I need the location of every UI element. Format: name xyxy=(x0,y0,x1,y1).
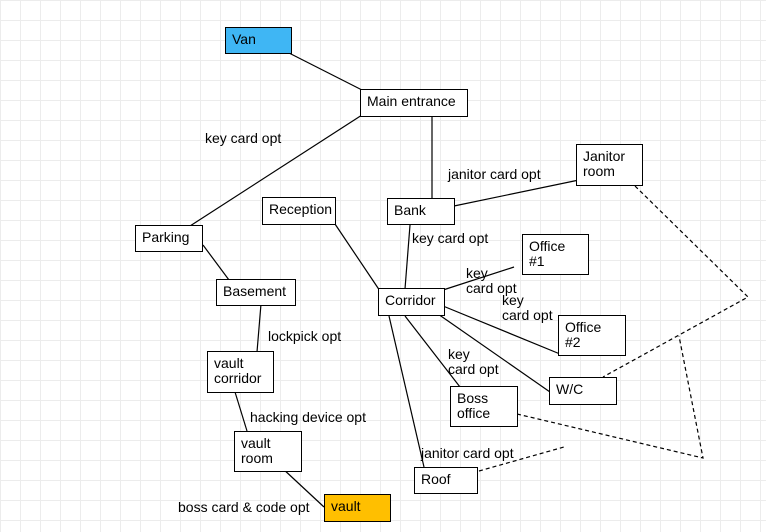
node-main-entrance[interactable]: Main entrance xyxy=(360,89,468,117)
dashed-edge-janitor-room-wc xyxy=(602,185,749,378)
node-office-2[interactable]: Office #2 xyxy=(558,315,626,356)
node-reception[interactable]: Reception xyxy=(262,197,336,225)
edge-main-entrance-parking xyxy=(189,114,363,227)
edge-label-key-card-bank-corridor: key card opt xyxy=(412,230,489,246)
node-office-1[interactable]: Office #1 xyxy=(522,234,589,275)
edge-vault-room-vault xyxy=(280,466,325,508)
edge-label-key-card-main-parking: key card opt xyxy=(205,130,282,146)
edge-reception-corridor xyxy=(334,223,381,292)
edge-parking-basement xyxy=(202,244,230,281)
node-parking[interactable]: Parking xyxy=(135,225,203,252)
node-roof[interactable]: Roof xyxy=(414,467,478,494)
node-vault-corridor[interactable]: vault corridor xyxy=(207,351,274,393)
edge-bank-corridor xyxy=(404,224,411,290)
node-vault-room[interactable]: vault room xyxy=(234,431,302,472)
node-basement[interactable]: Basement xyxy=(216,279,296,306)
dashed-edge-boss-office-roof xyxy=(516,335,704,459)
edge-label-hacking-device: hacking device opt xyxy=(250,409,366,425)
node-janitor-room[interactable]: Janitor room xyxy=(576,144,643,186)
edge-label-janitor-card-bank: janitor card opt xyxy=(448,166,541,182)
edge-van-main-entrance xyxy=(288,52,363,91)
edge-label-key-card-office2: key card opt xyxy=(502,292,553,323)
node-van[interactable]: Van xyxy=(225,27,292,54)
edge-label-janitor-card-roof: janitor card opt xyxy=(421,445,514,461)
edge-corridor-wc xyxy=(437,313,551,393)
edge-bank-janitor-room xyxy=(453,179,580,207)
node-wc[interactable]: W/C xyxy=(549,377,617,405)
edge-corridor-office2 xyxy=(442,305,561,355)
edge-corridor-office1 xyxy=(442,266,515,291)
node-bank[interactable]: Bank xyxy=(387,198,455,225)
edge-corridor-roof xyxy=(388,315,425,468)
node-vault[interactable]: vault xyxy=(324,494,391,522)
dashed-edge-roof-wc xyxy=(478,446,565,472)
edge-basement-vault-corridor xyxy=(256,303,262,353)
edge-vault-corridor-vault-room xyxy=(234,391,248,432)
edge-label-lockpick: lockpick opt xyxy=(268,328,342,344)
edge-label-key-card-office1: key card opt xyxy=(466,265,517,296)
edge-label-boss-card-code: boss card & code opt xyxy=(178,499,310,515)
edge-label-key-card-boss: key card opt xyxy=(448,346,499,377)
edge-corridor-boss-office xyxy=(404,315,461,388)
node-boss-office[interactable]: Boss office xyxy=(450,386,518,427)
node-corridor[interactable]: Corridor xyxy=(378,288,445,316)
